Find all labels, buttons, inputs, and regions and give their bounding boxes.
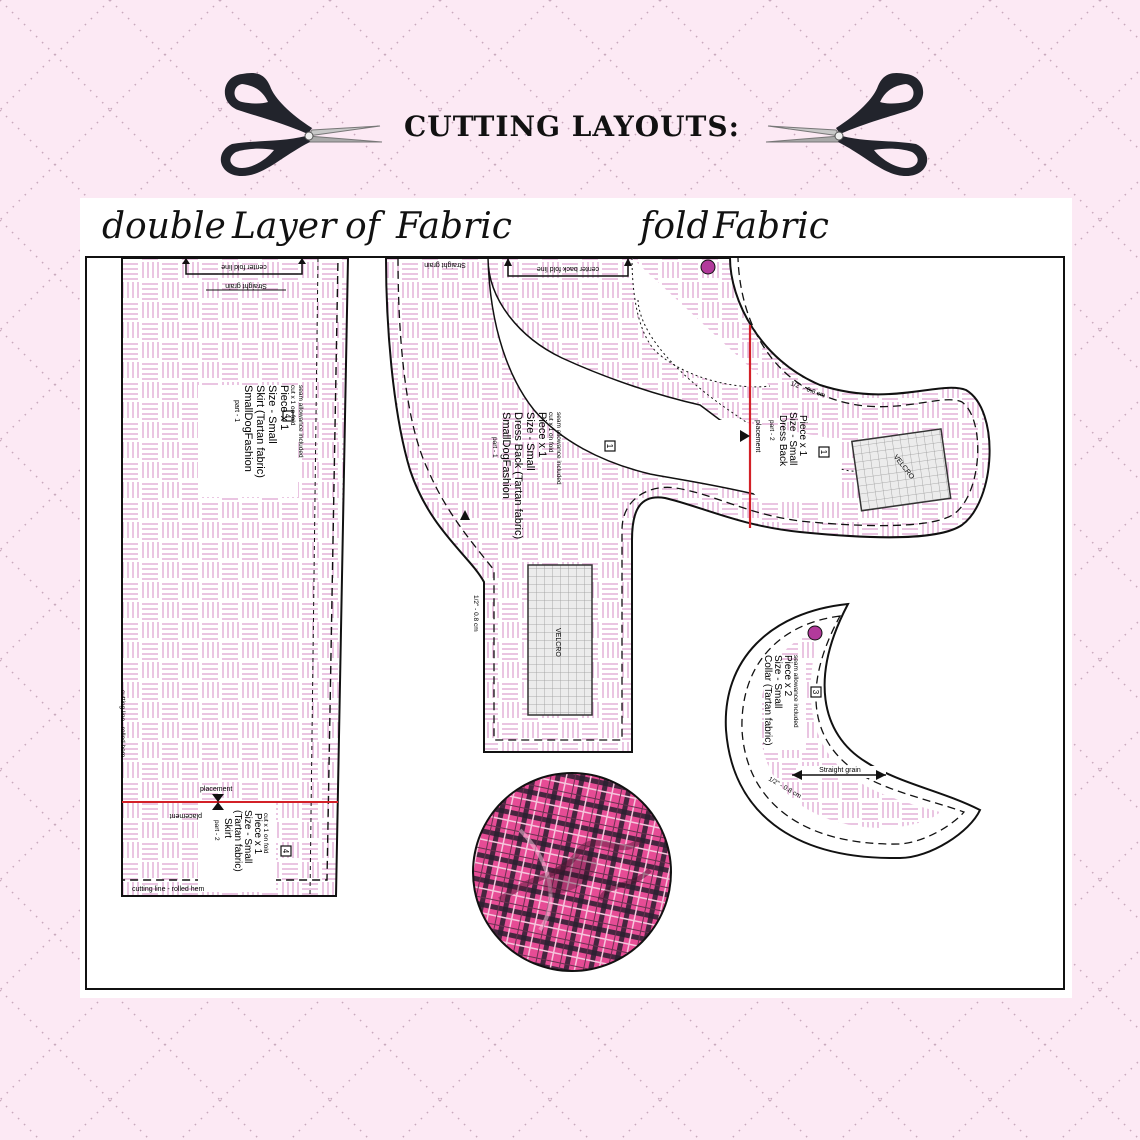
scissors-icon [220,73,383,176]
dress-part1-piece: Piece x 1 [536,412,548,457]
label-layer: Layer [232,206,337,247]
collar-piece-count: Piece x 2 [782,655,793,697]
dress-part1-size: Size - Small [524,412,536,471]
dress-part2-size: Size - Small [787,412,798,465]
dress-placement-text: placement [754,420,761,452]
dress-part1-num: 1 [605,444,614,449]
skirt-part1-seam: seam allowance included [297,385,304,458]
tartan-fabric-swatch [472,772,672,972]
collar-num: 3 [811,690,820,695]
skirt-cutting-line-text: cutting line - rolled hem [119,690,126,757]
dress-grain-text: Straight grain [424,261,466,268]
skirt-cutting-line-bottom-text: cutting line - rolled hem [132,886,205,893]
dress-back-piece: center back fold line Straight grain 1 p… [384,257,991,753]
dress-seam-text: 1/2" - 0.8 cm [472,595,479,632]
collar-size: Size - Small [772,655,783,708]
dress-part2-piece: Piece x 1 [797,415,808,457]
collar-name: Collar (Tartan fabric) [762,655,773,746]
skirt-part1-cut: cut x 1 on fold [289,385,296,426]
skirt-part1-name: Skirt (Tartan fabric) [254,385,266,478]
page-title: CUTTING LAYOUTS: [404,110,740,143]
dress-part1-cut: cut x 1 on fold [547,412,554,453]
skirt-part2-fabric: (Tartan fabric) [232,810,243,872]
dress-part1-brand: SmallDogFashion [500,412,512,499]
dress-part1-seam: seam allowance included [555,412,562,485]
skirt-part2-cut: cut x 1 on fold [262,813,269,854]
skirt-fold-line-text: center fold line [221,263,267,270]
skirt-part2-part: part - 2 [213,820,220,841]
skirt-part2-size: Size - Small [242,810,253,863]
skirt-part1-size: Size - Small [266,385,278,444]
dress-velcro-text: VELCRO [554,628,561,657]
skirt-grain-text: Straight grain [225,282,267,289]
dress-part2-part: part - 2 [768,420,775,441]
label-fold-fabric: Fabric [713,206,829,247]
skirt-part2-num: 4 [281,849,290,854]
scissors-icon [765,73,928,176]
skirt-part2-piece: Piece x 1 [252,813,263,855]
dress-part1-part: part - 1 [491,437,498,458]
dress-fold-line-text: center back fold line [537,265,599,272]
collar-seam: seam allowance included [792,655,799,728]
label-fabric: Fabric [396,206,512,247]
skirt-piece: center fold line Straight grain 4 part -… [119,257,350,897]
label-fold: fold [640,206,710,247]
dress-part2-name: Dress Back [777,415,788,467]
skirt-part1-num: 4 [283,414,292,419]
skirt-part1-piece: Piece x 1 [278,385,290,430]
skirt-part1-brand: SmallDogFashion [242,385,254,472]
label-of: of [345,206,380,247]
dress-part1-name: Dress Back (Tartan fabric) [512,412,524,539]
skirt-placement-text-bottom: placement [170,812,202,819]
label-double: double [102,206,226,247]
collar-grain-text: Straight grain [819,767,861,774]
collar-piece: 3 Collar (Tartan fabric) Size - Small Pi… [724,602,982,860]
skirt-part2-name: Skirt [222,818,233,838]
skirt-placement-text: placement [200,786,232,793]
skirt-part1-part: part - 1 [233,400,240,422]
dress-part2-num: 1 [819,450,828,455]
